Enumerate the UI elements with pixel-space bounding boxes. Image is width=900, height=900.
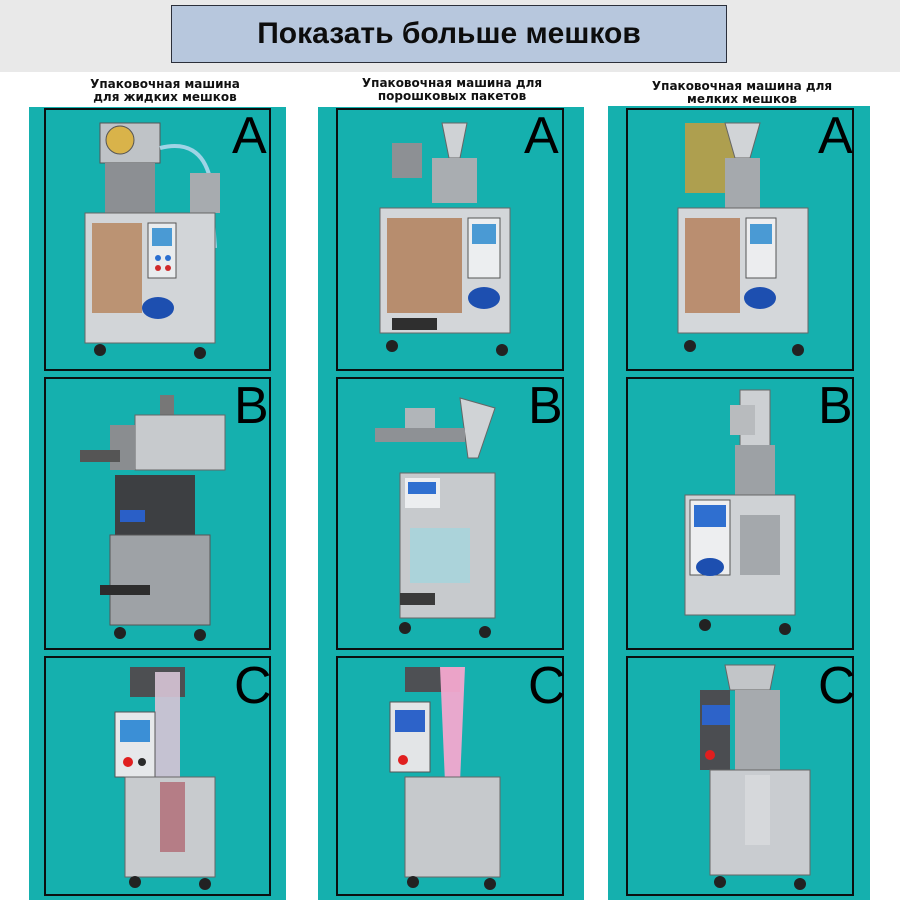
liquid-machine-b-image — [80, 395, 226, 641]
panel-letter: C — [234, 657, 272, 715]
panel-letter: A — [524, 107, 559, 165]
panel-letter: B — [528, 377, 563, 435]
column-title-small: Упаковочная машина для мелких мешков — [612, 80, 872, 106]
panel-powder-b[interactable] — [336, 377, 564, 650]
panel-letter: C — [528, 657, 566, 715]
panel-powder-c[interactable] — [336, 656, 564, 896]
column-title-powder: Упаковочная машина для порошковых пакето… — [322, 77, 582, 103]
liquid-machine-c-image — [114, 667, 216, 890]
powder-machine-c-image — [389, 667, 501, 890]
panel-letter: C — [818, 657, 856, 715]
column-title-line: для жидких мешков — [93, 90, 237, 104]
column-title-line: Упаковочная машина — [90, 77, 240, 91]
panel-letter: A — [818, 107, 853, 165]
panel-liquid-b[interactable] — [44, 377, 271, 650]
column-title-line: Упаковочная машина для — [361, 76, 543, 90]
panel-powder-a[interactable] — [336, 108, 564, 371]
small-machine-a-image — [677, 122, 809, 356]
small-machine-b-image — [684, 389, 796, 635]
panel-liquid-a[interactable] — [44, 108, 271, 371]
powder-machine-b-image — [375, 397, 496, 638]
panel-letter: A — [232, 107, 267, 165]
column-title-line: Упаковочная машина для — [651, 79, 833, 93]
small-machine-c-image — [700, 664, 811, 890]
column-title-line: мелких мешков — [687, 92, 797, 106]
panel-small-b[interactable] — [626, 377, 854, 650]
panel-letter: B — [234, 377, 269, 435]
panel-liquid-c[interactable] — [44, 656, 271, 896]
column-title-line: порошковых пакетов — [377, 89, 527, 103]
show-more-bags-title[interactable]: Показать больше мешков — [171, 5, 727, 63]
panel-letter: B — [818, 377, 853, 435]
column-title-liquid: Упаковочная машина для жидких мешков — [40, 78, 290, 104]
powder-machine-a-image — [379, 122, 511, 356]
panel-small-c[interactable] — [626, 656, 854, 896]
panel-small-a[interactable] — [626, 108, 854, 371]
liquid-machine-a-image — [84, 122, 220, 359]
